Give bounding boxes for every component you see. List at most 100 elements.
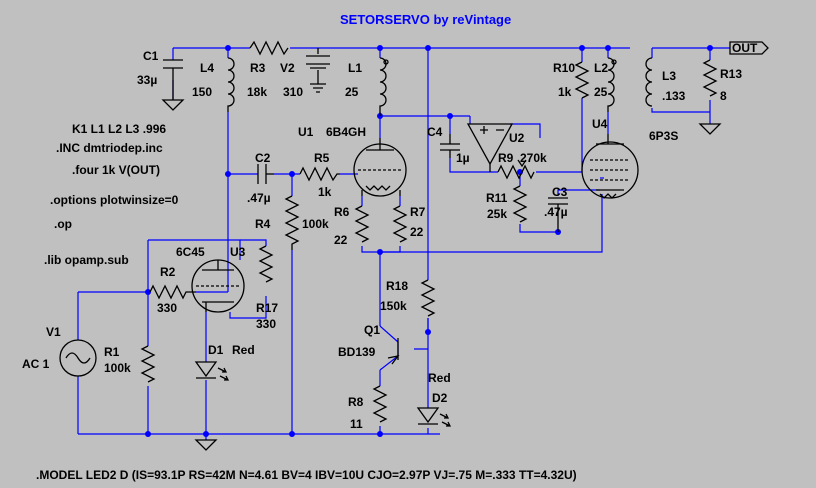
r10-name: R10 bbox=[553, 61, 575, 75]
component-labels: C1 33µ L4 150 R3 18k V2 310 L1 25 R10 1k… bbox=[22, 49, 742, 431]
l3-name: L3 bbox=[662, 69, 676, 83]
resistor-r18-symbol bbox=[420, 279, 436, 317]
resistor-r5-symbol bbox=[299, 166, 340, 182]
directive-coupling: K1 L1 L2 L3 .996 bbox=[72, 122, 166, 136]
r4-name: R4 bbox=[255, 217, 271, 231]
tube-u1-symbol bbox=[353, 138, 407, 197]
resistor-r4-symbol bbox=[284, 195, 300, 250]
d1-name: D1 bbox=[208, 343, 224, 357]
c1-value: 33µ bbox=[137, 73, 157, 87]
c3-name: C3 bbox=[552, 185, 568, 199]
r5-value: 1k bbox=[318, 185, 332, 199]
r6-name: R6 bbox=[334, 205, 350, 219]
r8-name: R8 bbox=[348, 395, 364, 409]
transistor-q1-symbol bbox=[387, 338, 400, 365]
c2-name: C2 bbox=[255, 151, 271, 165]
c3-value: .47µ bbox=[544, 205, 568, 219]
ac-source-v1-symbol bbox=[59, 339, 97, 377]
r3-name: R3 bbox=[250, 61, 266, 75]
u3-value: 6C45 bbox=[176, 245, 205, 259]
u1-value: 6B4GH bbox=[326, 125, 366, 139]
l4-name: L4 bbox=[200, 61, 214, 75]
directive-op: .op bbox=[54, 217, 72, 231]
r10-value: 1k bbox=[558, 85, 572, 99]
capacitor-c1-symbol bbox=[163, 59, 183, 100]
resistor-r2-symbol bbox=[149, 284, 196, 300]
r2-name: R2 bbox=[160, 265, 176, 279]
inductor-l4-symbol bbox=[227, 57, 235, 112]
r8-value: 11 bbox=[350, 417, 363, 431]
resistor-r6-symbol bbox=[354, 205, 370, 243]
r1-name: R1 bbox=[104, 345, 120, 359]
r18-value: 150k bbox=[380, 299, 407, 313]
r9-name: R9 bbox=[498, 151, 514, 165]
v1-name: V1 bbox=[46, 325, 61, 339]
r7-name: R7 bbox=[410, 205, 426, 219]
d1-value: Red bbox=[232, 343, 255, 357]
v2-value: 310 bbox=[283, 85, 303, 99]
led-d2-symbol bbox=[416, 407, 452, 427]
r18-name: R18 bbox=[386, 279, 408, 293]
r7-value: 22 bbox=[410, 225, 424, 239]
r3-value: 18k bbox=[247, 85, 267, 99]
opamp-u2-symbol bbox=[466, 123, 514, 172]
resistor-r13-symbol bbox=[702, 59, 718, 97]
resistor-r7-symbol bbox=[392, 205, 408, 243]
u3-name: U3 bbox=[230, 245, 246, 259]
tube-u3-symbol bbox=[191, 259, 245, 313]
resistor-r3-symbol bbox=[249, 40, 289, 56]
out-port[interactable] bbox=[729, 41, 769, 55]
q1-name: Q1 bbox=[364, 323, 380, 337]
led-d1-symbol bbox=[194, 361, 230, 381]
resistor-r1-symbol bbox=[140, 345, 156, 383]
c4-value: 1µ bbox=[456, 151, 470, 165]
inductor-l3-symbol bbox=[645, 57, 653, 107]
r2-value: 330 bbox=[157, 301, 177, 315]
directive-four: .four 1k V(OUT) bbox=[72, 163, 160, 177]
r11-value: 25k bbox=[487, 207, 507, 221]
r13-value: 8 bbox=[720, 89, 727, 103]
v1-value: AC 1 bbox=[22, 357, 50, 371]
d2-name: D2 bbox=[432, 391, 448, 405]
resistor-r9-symbol bbox=[497, 159, 535, 180]
r13-name: R13 bbox=[720, 67, 742, 81]
capacitor-c2-symbol bbox=[257, 164, 274, 184]
q1-value: BD139 bbox=[338, 345, 376, 359]
r4-value: 100k bbox=[302, 217, 329, 231]
l1-value: 25 bbox=[345, 85, 359, 99]
u1-name: U1 bbox=[298, 125, 314, 139]
resistor-r11-symbol bbox=[512, 185, 528, 223]
directive-options: .options plotwinsize=0 bbox=[50, 193, 179, 207]
out-port-label[interactable]: OUT bbox=[732, 41, 758, 55]
l1-name: L1 bbox=[348, 61, 362, 75]
c2-value: .47µ bbox=[247, 191, 271, 205]
r17-value: 330 bbox=[256, 317, 276, 331]
l2-value: 25 bbox=[594, 85, 608, 99]
u4-name: U4 bbox=[592, 117, 608, 131]
directive-include: .INC dmtriodep.inc bbox=[56, 141, 163, 155]
tube-u4-symbol bbox=[581, 134, 639, 199]
resistor-r10-symbol bbox=[574, 61, 590, 99]
r17-name: R17 bbox=[256, 301, 278, 315]
directive-lib: .lib opamp.sub bbox=[44, 253, 129, 267]
c1-name: C1 bbox=[143, 49, 159, 63]
l3-value: .133 bbox=[662, 89, 686, 103]
inductor-l2-symbol bbox=[607, 57, 617, 112]
model-directive: .MODEL LED2 D (IS=93.1P RS=42M N=4.61 BV… bbox=[36, 468, 577, 482]
r11-name: R11 bbox=[486, 191, 508, 205]
u4-value: 6P3S bbox=[649, 129, 678, 143]
ground-symbols bbox=[161, 99, 722, 451]
r1-value: 100k bbox=[104, 361, 131, 375]
d2-value: Red bbox=[428, 371, 451, 385]
inductor-l1-symbol bbox=[379, 57, 389, 116]
r6-value: 22 bbox=[334, 233, 348, 247]
v2-name: V2 bbox=[280, 61, 295, 75]
r9-value: 270k bbox=[520, 151, 547, 165]
resistor-r17-symbol bbox=[258, 245, 274, 283]
resistor-r8-symbol bbox=[372, 385, 388, 423]
capacitor-c4-symbol bbox=[440, 134, 460, 158]
capacitor-c3-symbol bbox=[548, 197, 568, 232]
battery-v2-symbol bbox=[306, 48, 330, 93]
c4-name: C4 bbox=[427, 125, 443, 139]
